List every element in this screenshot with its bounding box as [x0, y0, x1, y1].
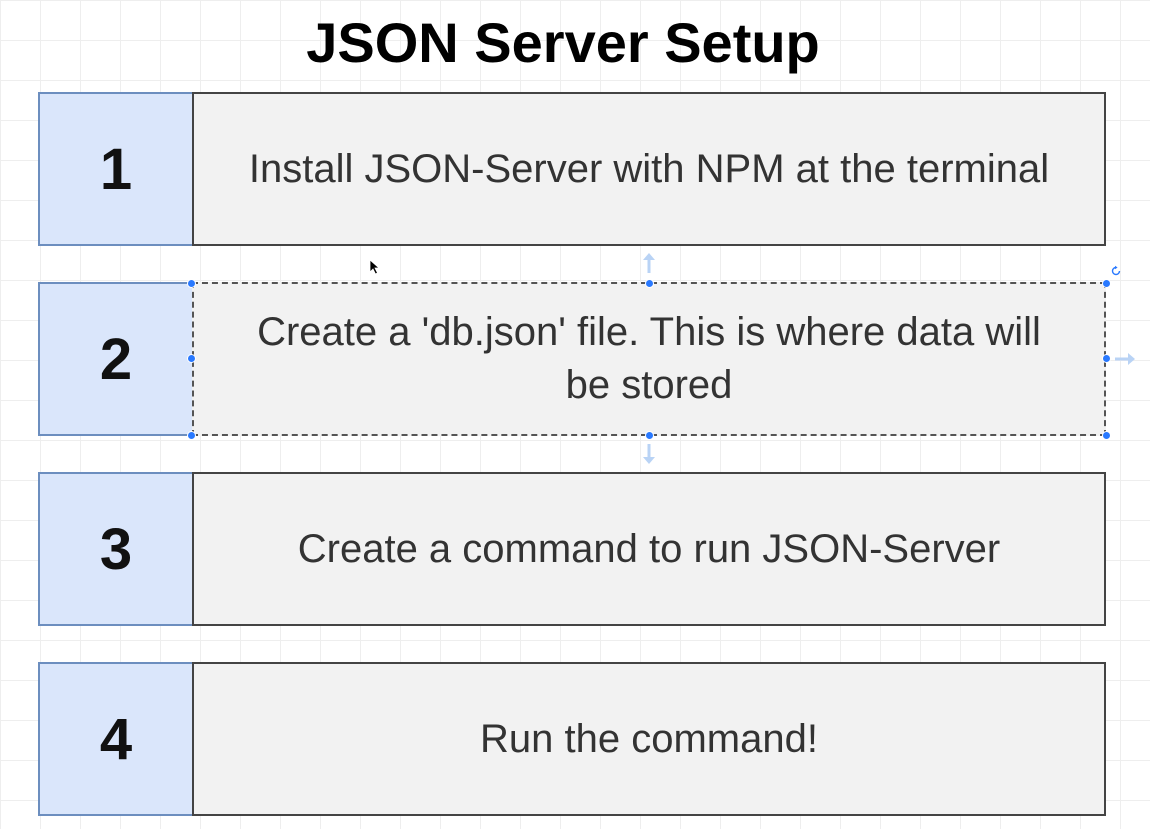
step-text-3: Create a command to run JSON-Server — [297, 526, 1001, 571]
step-number-1: 1 — [99, 136, 133, 202]
rotate-icon[interactable] — [1110, 265, 1122, 277]
step-row-2[interactable]: 2 Create a 'db.json' file. This is where… — [38, 282, 1106, 436]
diagram-title: JSON Server Setup — [306, 11, 820, 74]
resize-handle-top-center[interactable] — [645, 279, 654, 288]
mouse-pointer-icon — [369, 259, 381, 275]
step-row-1[interactable]: 1 Install JSON-Server with NPM at the te… — [38, 92, 1106, 246]
step-text-1: Install JSON-Server with NPM at the term… — [248, 146, 1050, 191]
step-row-3[interactable]: 3 Create a command to run JSON-Server — [38, 472, 1106, 626]
step-number-3: 3 — [99, 516, 133, 582]
step-number-box-4[interactable]: 4 — [38, 662, 194, 816]
connect-arrow-right-icon[interactable] — [1114, 352, 1136, 366]
step-number-box-1[interactable]: 1 — [38, 92, 194, 246]
resize-handle-middle-left[interactable] — [187, 354, 196, 363]
resize-handle-bottom-right[interactable] — [1102, 431, 1111, 440]
resize-handle-top-right[interactable] — [1102, 279, 1111, 288]
step-text-box-3[interactable]: Create a command to run JSON-Server — [192, 472, 1106, 626]
connect-arrow-down-icon[interactable] — [642, 443, 656, 465]
resize-handle-top-left[interactable] — [187, 279, 196, 288]
step-text-4: Run the command! — [480, 716, 818, 761]
step-text-2: Create a 'db.json' file. This is where d… — [257, 310, 1041, 407]
step-row-4[interactable]: 4 Run the command! — [38, 662, 1106, 816]
step-text-box-4[interactable]: Run the command! — [192, 662, 1106, 816]
resize-handle-middle-right[interactable] — [1102, 354, 1111, 363]
step-number-2: 2 — [99, 326, 133, 392]
connect-arrow-up-icon[interactable] — [642, 252, 656, 274]
step-text-box-1[interactable]: Install JSON-Server with NPM at the term… — [192, 92, 1106, 246]
step-text-box-2[interactable]: Create a 'db.json' file. This is where d… — [192, 282, 1106, 436]
step-number-box-3[interactable]: 3 — [38, 472, 194, 626]
resize-handle-bottom-left[interactable] — [187, 431, 196, 440]
step-number-4: 4 — [99, 706, 133, 772]
resize-handle-bottom-center[interactable] — [645, 431, 654, 440]
step-number-box-2[interactable]: 2 — [38, 282, 194, 436]
